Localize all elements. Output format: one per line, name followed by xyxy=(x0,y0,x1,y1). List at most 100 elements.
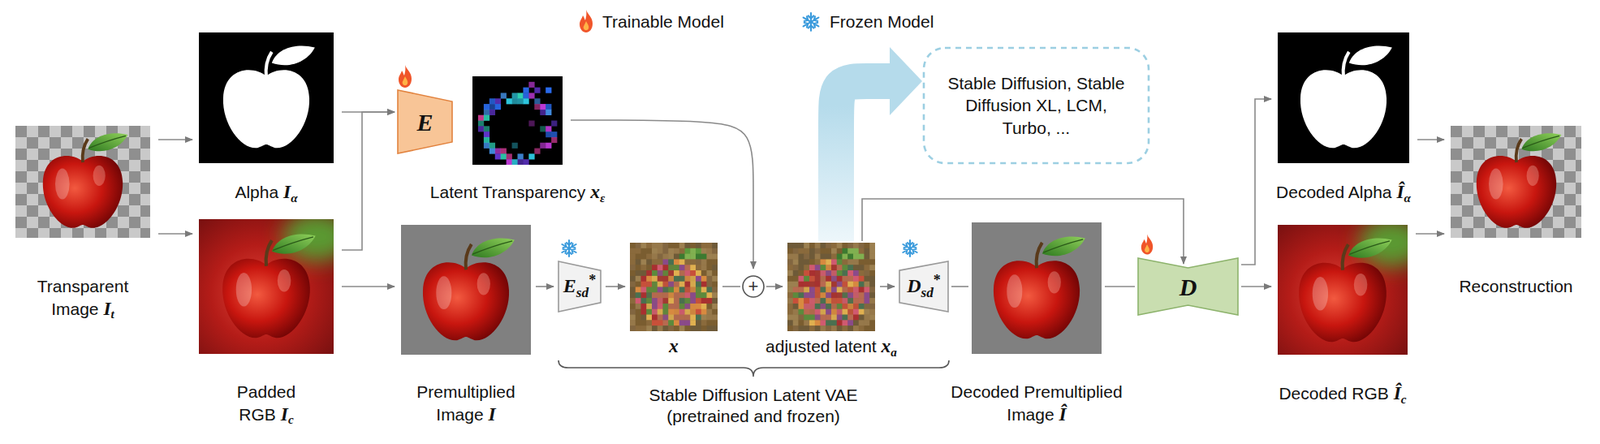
latent-pixel xyxy=(787,292,794,298)
latent-pixel xyxy=(534,87,540,94)
latent-pixel xyxy=(803,292,810,298)
latent-pixel xyxy=(646,242,652,249)
latent-pixel xyxy=(641,276,647,282)
latent-pixel xyxy=(663,309,669,315)
latent-pixel xyxy=(803,314,810,321)
latent-pixel xyxy=(864,325,871,332)
latent-pixel xyxy=(842,309,849,315)
latent-pixel xyxy=(836,325,843,332)
subscript: sd xyxy=(920,284,933,301)
image-caption: Premultiplied ImageI xyxy=(396,381,535,426)
brace xyxy=(558,360,949,377)
latent-pixel xyxy=(673,264,680,271)
latent-pixel xyxy=(787,270,794,277)
latent-pixel xyxy=(842,270,849,277)
latent-pixel xyxy=(663,319,669,326)
latent-pixel xyxy=(512,92,518,99)
latent-pixel xyxy=(711,309,718,315)
latent-pixel xyxy=(539,142,546,149)
shape-content: + xyxy=(741,271,765,302)
latent-pixel xyxy=(635,254,642,260)
latent-pixel xyxy=(787,242,794,249)
latent-pixel xyxy=(847,254,854,260)
connector-arrow xyxy=(879,285,895,288)
latent-pixel xyxy=(803,325,810,332)
latent-pixel xyxy=(869,276,876,282)
latent-pixel xyxy=(668,287,674,294)
adjusted-latent-image xyxy=(787,242,876,332)
latent-pixel xyxy=(685,248,691,255)
node-label: + xyxy=(748,276,760,297)
latent-pixel xyxy=(869,242,876,249)
latent-pixel xyxy=(858,281,865,288)
latent-pixel xyxy=(864,303,871,310)
node-label: Stable Diffusion, Stable Diffusion XL, L… xyxy=(948,73,1126,138)
latent-pixel xyxy=(506,98,513,104)
model-list-box: Stable Diffusion, Stable Diffusion XL, L… xyxy=(923,47,1149,164)
latent-pixel xyxy=(651,287,658,294)
latent-pixel xyxy=(668,303,674,310)
latent-pixel xyxy=(847,297,854,304)
latent-pixel xyxy=(545,125,552,132)
latent-pixel xyxy=(539,103,546,110)
premultiplied-image xyxy=(401,224,531,355)
latent-pixel xyxy=(685,254,691,260)
latent-pixel xyxy=(787,258,794,265)
latent-pixel xyxy=(842,281,849,288)
flame-icon xyxy=(579,9,593,33)
latent-pixel xyxy=(641,264,647,271)
latent-pixel xyxy=(847,319,854,326)
image-tile: x xyxy=(629,242,718,332)
latent-pixel xyxy=(679,264,686,271)
node-label: Decoded Premultiplied Image xyxy=(950,382,1122,424)
latent-pixel xyxy=(858,242,865,249)
latent-pixel xyxy=(831,319,837,326)
latent-pixel xyxy=(707,309,713,315)
latent-pixel xyxy=(787,309,794,315)
latent-pixel xyxy=(858,297,865,304)
latent-pixel xyxy=(798,242,805,249)
latent-pixel xyxy=(641,303,647,310)
latent-pixel xyxy=(853,254,859,260)
latent-pixel xyxy=(869,258,876,265)
latent-pixel xyxy=(673,276,680,282)
latent-pixel xyxy=(690,254,696,260)
latent-pixel xyxy=(646,254,652,260)
subscript: t xyxy=(111,307,115,321)
math-symbol: I xyxy=(283,181,291,203)
latent-pixel xyxy=(707,258,713,265)
latent-pixel xyxy=(500,92,507,99)
latent-pixel xyxy=(858,325,865,332)
decoded-premultiplied-image xyxy=(971,222,1102,354)
latent-pixel xyxy=(551,137,557,143)
latent-pixel xyxy=(831,264,837,271)
latent-pixel xyxy=(864,309,871,315)
latent-pixel xyxy=(679,303,686,310)
latent-pixel xyxy=(847,292,854,298)
math-symbol: E xyxy=(416,108,433,136)
latent-pixel xyxy=(858,319,865,326)
latent-pixel xyxy=(864,281,871,288)
image-tile: Latent Transparencyxε xyxy=(472,76,563,165)
latent-pixel xyxy=(825,270,832,277)
latent-pixel xyxy=(657,314,664,321)
latent-pixel xyxy=(847,309,854,315)
latent-pixel xyxy=(668,270,674,277)
latent-pixel xyxy=(545,109,552,116)
latent-pixel xyxy=(663,254,669,260)
latent-pixel xyxy=(685,270,691,277)
latent-transparency-image xyxy=(472,76,563,165)
latent-pixel xyxy=(629,325,636,332)
text-wrap: D xyxy=(1179,271,1198,303)
black-ground xyxy=(1277,32,1410,164)
math-symbol: D xyxy=(906,275,921,297)
latent-pixel xyxy=(864,270,871,277)
latent-pixel xyxy=(517,153,524,160)
trapezoid-shape xyxy=(558,261,601,312)
latent-pixel xyxy=(483,142,490,149)
latent-pixel xyxy=(629,270,636,277)
node-label: Premultiplied Image xyxy=(416,382,515,424)
latent-pixel xyxy=(803,309,810,315)
latent-pixel xyxy=(803,281,810,288)
